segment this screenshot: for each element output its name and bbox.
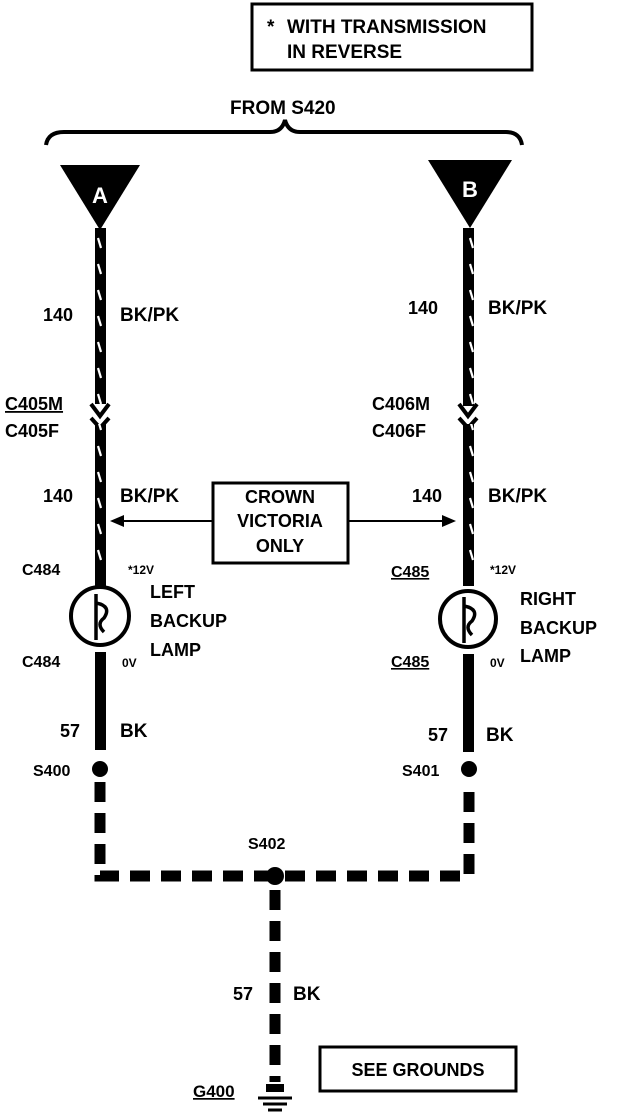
left-color-gnd: BK <box>120 721 148 742</box>
connector-a-triangle: A <box>60 165 140 230</box>
left-lamp-bulb-icon <box>69 585 131 647</box>
see-grounds-label: SEE GROUNDS <box>351 1060 484 1080</box>
right-voltage-top: *12V <box>490 563 516 577</box>
crown-victoria-line-1: CROWN <box>245 487 315 507</box>
left-color-mid: BK/PK <box>120 486 179 507</box>
note-star: * <box>267 17 275 38</box>
right-lamp-filament-icon <box>462 597 477 643</box>
ground-symbol-icon <box>258 1084 292 1112</box>
left-wire <box>89 228 111 750</box>
crown-victoria-note: CROWN VICTORIA ONLY <box>110 481 456 565</box>
right-lamp-label-3: LAMP <box>520 646 571 666</box>
note-line-2: IN REVERSE <box>287 42 402 63</box>
splice-s400-dot <box>92 761 108 777</box>
left-connector-f: C405F <box>5 421 59 441</box>
splice-s402-label: S402 <box>248 836 285 853</box>
left-backup-lamp: C484 *12V LEFT BACKUP LAMP C484 0V <box>22 562 227 671</box>
see-grounds-box <box>318 1045 518 1093</box>
connector-a-label: A <box>92 183 108 208</box>
splice-s402-dot <box>266 867 284 885</box>
right-lamp-connector-top: C485 <box>391 564 429 581</box>
right-lamp-bulb-icon <box>438 589 498 649</box>
right-lamp-connector-bot: C485 <box>391 654 429 671</box>
note-line-1: WITH TRANSMISSION <box>287 17 487 38</box>
ground-color: BK <box>293 984 321 1005</box>
left-voltage-top: *12V <box>128 563 154 577</box>
crown-victoria-line-2: VICTORIA <box>237 511 323 531</box>
ground-dashed-loop <box>94 782 475 882</box>
right-wire <box>457 228 479 752</box>
right-circuit-top: 140 <box>408 298 438 318</box>
right-lamp-label-1: RIGHT <box>520 589 576 609</box>
right-backup-lamp: C485 *12V RIGHT BACKUP LAMP C485 0V <box>391 563 597 671</box>
right-circuit-gnd: 57 <box>428 725 448 745</box>
splice-s401-label: S401 <box>402 763 439 780</box>
left-color-top: BK/PK <box>120 305 179 326</box>
left-voltage-bot: 0V <box>122 656 137 670</box>
transmission-note: * WITH TRANSMISSION IN REVERSE <box>250 2 534 72</box>
crown-victoria-line-3: ONLY <box>256 536 304 556</box>
source-brace <box>44 119 524 146</box>
right-color-mid: BK/PK <box>488 486 547 507</box>
ground-circuit: 57 <box>233 984 253 1004</box>
left-lamp-label-2: BACKUP <box>150 611 227 631</box>
left-connector-m: C405M <box>5 394 63 414</box>
see-grounds-note: SEE GROUNDS <box>318 1045 518 1093</box>
connector-b-label: B <box>462 177 478 202</box>
left-lamp-filament-icon <box>94 594 109 640</box>
source-label: FROM S420 <box>230 98 336 119</box>
left-circuit-gnd: 57 <box>60 721 80 741</box>
right-color-top: BK/PK <box>488 298 547 319</box>
right-circuit-mid: 140 <box>412 486 442 506</box>
right-color-gnd: BK <box>486 725 514 746</box>
right-voltage-bot: 0V <box>490 656 505 670</box>
left-lamp-label-3: LAMP <box>150 640 201 660</box>
right-lamp-label-2: BACKUP <box>520 618 597 638</box>
left-circuit-top: 140 <box>43 305 73 325</box>
right-connector-f: C406F <box>372 421 426 441</box>
splice-s400-label: S400 <box>33 763 70 780</box>
ground-label: G400 <box>193 1082 235 1101</box>
note-box <box>250 2 534 72</box>
left-lamp-label-1: LEFT <box>150 582 195 602</box>
left-lamp-connector-bot: C484 <box>22 654 60 671</box>
right-connector-m: C406M <box>372 394 430 414</box>
splice-s401-dot <box>461 761 477 777</box>
crown-victoria-box <box>211 481 350 565</box>
connector-b-triangle: B <box>428 160 512 228</box>
left-circuit-mid: 140 <box>43 486 73 506</box>
left-lamp-connector-top: C484 <box>22 562 60 579</box>
